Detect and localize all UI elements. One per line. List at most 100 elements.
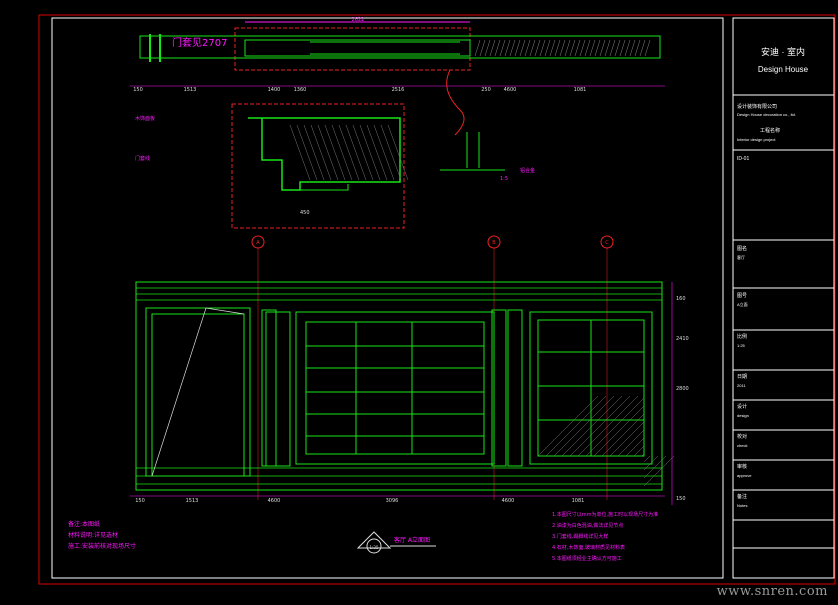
plan-hatch: [584, 39, 591, 57]
company-cn: 设计装饰有限公司: [737, 103, 777, 110]
detail-hatch: [373, 124, 395, 181]
plan-hatch: [499, 39, 506, 57]
glass-hatch: [617, 429, 645, 457]
scale-hint: 1:25: [370, 545, 379, 550]
plan-dim-text: 1360: [294, 87, 307, 93]
right-note: 3.门套线,踢脚线详见大样: [552, 533, 608, 540]
elevation-title-block: 客厅 A立面图 1:25: [356, 531, 436, 554]
plan-hatch: [514, 39, 521, 57]
door-swing: [151, 307, 245, 477]
glass-hatch: [561, 395, 623, 457]
plan-hatch: [554, 39, 561, 57]
plan-hatch: [544, 39, 551, 57]
right-note: 1.本图尺寸以mm为单位,施工时以现场尺寸为准: [552, 511, 658, 518]
detail-hatch: [331, 124, 353, 181]
mullion-lines: [440, 132, 505, 171]
detail-note: 木饰面板: [135, 115, 155, 122]
plan-hatch: [534, 39, 541, 57]
elev-height-text: 150: [676, 496, 686, 502]
title-marker-triangle: [356, 531, 392, 549]
pilaster: [261, 309, 277, 467]
glass-hatch: [643, 455, 675, 487]
title-block-row-value: Notes: [737, 503, 747, 508]
plan-dim-text: 2516: [392, 87, 405, 93]
plan-hatch: [604, 39, 611, 57]
plan-glazing: [310, 41, 460, 55]
plan-hatch: [609, 39, 616, 57]
left-note: 材料说明:详见选材: [68, 531, 118, 539]
title-marker-circle: [366, 538, 382, 554]
cabinet-frame: [529, 311, 653, 465]
title-block-row-label: 校对: [737, 433, 747, 440]
title-block-row-label: 审核: [737, 463, 747, 470]
detail-hatch: [345, 124, 367, 181]
detail-hatch: [317, 124, 339, 181]
plan-hatch: [519, 39, 526, 57]
crown-moulding: [136, 287, 662, 301]
pilaster-panel: [265, 311, 291, 467]
mullion-note: 1:5: [500, 176, 508, 182]
detail-hatch: [387, 124, 409, 181]
plan-hatch: [494, 39, 501, 57]
title-block-row-value: 2011: [737, 383, 746, 388]
detail-hatch: [303, 124, 325, 181]
plan-hatch: [579, 39, 586, 57]
company-en: Design House decoration co., ltd.: [737, 112, 796, 117]
title-block-row-label: 设计: [737, 403, 747, 410]
glass-hatch: [641, 453, 645, 457]
plan-dim-text: 1081: [574, 87, 587, 93]
plan-detail-box: [234, 27, 471, 71]
elev-height-text: 2800: [676, 386, 689, 392]
glass-hatch: [545, 395, 607, 457]
glass-hatch: [569, 395, 631, 457]
elevation-title: 客厅 A立面图: [394, 536, 430, 544]
plan-wall-end: [149, 34, 161, 62]
glass-hatch: [633, 445, 645, 457]
section-marker-label: A: [256, 240, 260, 246]
pilaster: [507, 309, 523, 467]
detail-hatch: [352, 124, 374, 181]
glass-hatch: [593, 405, 645, 457]
glass-hatch: [537, 395, 599, 457]
detail-hatch: [338, 124, 360, 181]
brand-name: Design House: [758, 65, 809, 74]
left-note: 施工:安装前核对现场尺寸: [68, 542, 136, 550]
plan-hatch: [539, 39, 546, 57]
plan-hatch: [559, 39, 566, 57]
detail-hatch: [310, 124, 332, 181]
elev-dim-text: 1513: [186, 498, 199, 504]
plan-hatch: [489, 39, 496, 57]
plan-hatch: [619, 39, 626, 57]
section-marker-label: B: [492, 240, 496, 246]
left-note: 备注:本图纸: [68, 520, 100, 528]
project-label: 工程名称: [760, 127, 780, 134]
glass-hatch: [643, 455, 667, 479]
elev-dim-text: 1081: [572, 498, 585, 504]
plan-hatch: [569, 39, 576, 57]
plan-wall-outline: [139, 35, 661, 59]
detail-note: 门套线: [135, 155, 150, 162]
plan-hatch: [589, 39, 596, 57]
plan-hatch: [644, 39, 651, 57]
plan-hatch: [484, 39, 491, 57]
elevation-outline: [135, 281, 663, 491]
elev-dim-text: 3096: [386, 498, 399, 504]
plan-hatch: [594, 39, 601, 57]
detail-hatch: [380, 124, 402, 181]
right-note: 5.本图纸须经业主确认方可施工: [552, 555, 622, 562]
section-marker-label: C: [605, 240, 609, 246]
plan-dim-text: 4600: [504, 87, 517, 93]
project-en: Interior design project: [737, 137, 776, 142]
glass-hatch: [643, 455, 659, 471]
title-block-row-value: 1:25: [737, 343, 746, 348]
inner-frame: [51, 17, 724, 579]
right-notes: 1.本图尺寸以mm为单位,施工时以现场尺寸为准2.油漆为白色混油,做法详见节点3…: [552, 511, 658, 562]
title-block-row-label: 图名: [737, 245, 747, 252]
title-block: 安迪 · 室内 Design House 设计装饰有限公司 Design Hou…: [732, 17, 835, 579]
plan-hatch: [549, 39, 556, 57]
